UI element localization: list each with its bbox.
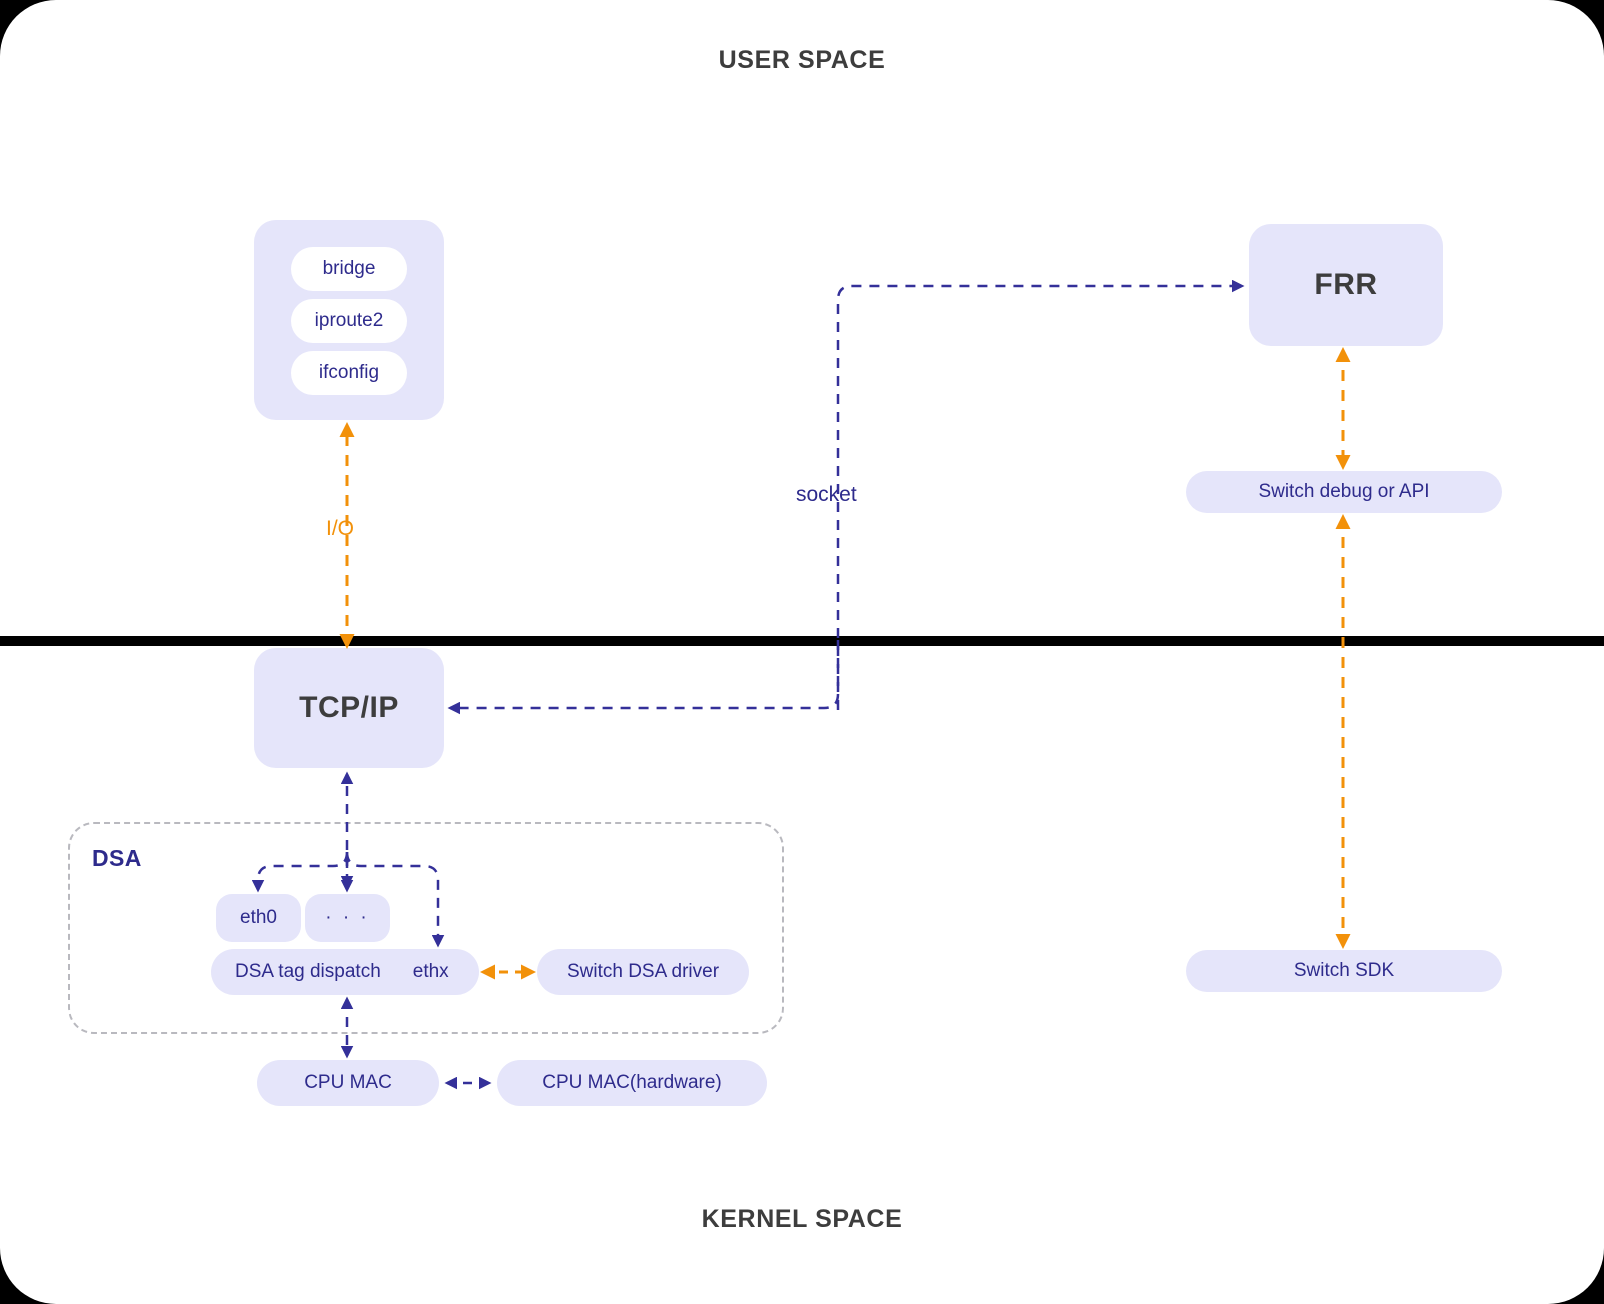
io-edge-label: I/O <box>326 517 355 540</box>
dsa-port-ellipsis[interactable]: · · · <box>305 894 390 942</box>
cpu-mac-pill[interactable]: CPU MAC <box>257 1060 439 1106</box>
dsa-group-label: DSA <box>92 845 142 871</box>
dsa-port-eth0[interactable]: eth0 <box>216 894 301 942</box>
tool-iproute2[interactable]: iproute2 <box>291 299 407 343</box>
tcpip-box[interactable]: TCP/IP <box>254 648 444 768</box>
tool-bridge[interactable]: bridge <box>291 247 407 291</box>
dsa-group-boundary <box>68 822 784 1034</box>
edge-socket-to-tcpip <box>447 640 840 715</box>
switch-debug-or-api-pill[interactable]: Switch debug or API <box>1186 471 1502 513</box>
switch-sdk-pill[interactable]: Switch SDK <box>1186 950 1502 992</box>
dsa-tag-dispatch-pill[interactable]: DSA tag dispatch ethx <box>211 949 479 995</box>
user-space-title: USER SPACE <box>718 46 886 74</box>
cpu-mac-hardware-pill[interactable]: CPU MAC(hardware) <box>497 1060 767 1106</box>
kernel-space-title: KERNEL SPACE <box>701 1205 903 1233</box>
socket-edge-label: socket <box>796 483 857 506</box>
dsa-tag-dispatch-label: DSA tag dispatch <box>235 961 381 982</box>
switch-dsa-driver-pill[interactable]: Switch DSA driver <box>537 949 749 995</box>
frr-box[interactable]: FRR <box>1249 224 1443 346</box>
user-kernel-divider <box>0 636 1604 646</box>
dsa-port-ethx-label: ethx <box>412 961 449 982</box>
edge-socket-to-frr <box>836 279 1245 710</box>
tool-ifconfig[interactable]: ifconfig <box>291 351 407 395</box>
